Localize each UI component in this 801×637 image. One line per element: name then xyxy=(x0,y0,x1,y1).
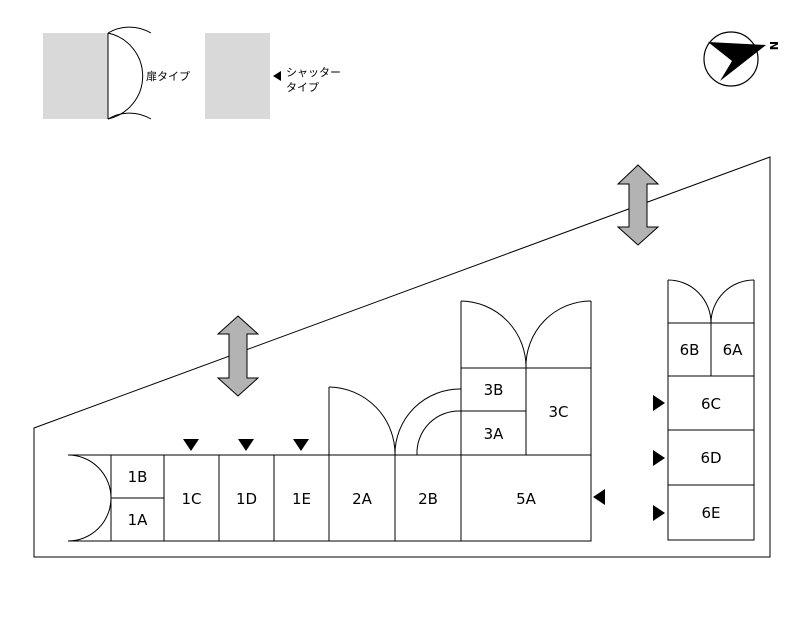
unit-label-3A: 3A xyxy=(484,425,505,443)
unit-label-1C: 1C xyxy=(181,490,201,508)
site-boundary xyxy=(33,156,771,558)
unit-label-1D: 1D xyxy=(236,490,257,508)
shutter-triangle-icon xyxy=(238,439,254,451)
unit-3C[interactable] xyxy=(525,367,592,456)
legend-shutter-label-line2: タイプ xyxy=(286,81,319,94)
unit-label-5A: 5A xyxy=(516,490,537,508)
unit-label-6D: 6D xyxy=(700,449,721,467)
unit-3B[interactable] xyxy=(460,367,527,412)
legend-door-unit xyxy=(43,33,108,119)
door-swing-1 xyxy=(67,454,112,542)
units-block-6 xyxy=(667,322,755,541)
unit-2A[interactable] xyxy=(328,454,396,542)
shutter-triangle-icon xyxy=(183,439,199,451)
legend-door-swing-icon xyxy=(107,26,152,34)
unit-6D[interactable] xyxy=(667,429,755,486)
compass: N xyxy=(703,31,780,87)
units-block-3 xyxy=(460,367,592,456)
legend: 扉タイプ シャッター タイプ xyxy=(43,26,341,120)
unit-5A[interactable] xyxy=(460,454,592,542)
shutter-triangle-icon xyxy=(653,395,665,411)
unit-label-2B: 2B xyxy=(418,490,438,508)
door-swing-6 xyxy=(667,279,755,324)
unit-label-6E: 6E xyxy=(701,504,720,522)
shutter-triangle-icon xyxy=(653,505,665,521)
unit-1A[interactable] xyxy=(110,497,165,542)
double-arrow-icon xyxy=(616,164,660,246)
unit-label-6A: 6A xyxy=(723,341,744,359)
door-swing-2 xyxy=(328,386,462,456)
door-swing-3 xyxy=(460,300,592,369)
unit-labels: 1B 1A 1C 1D 1E 2A 2B 5A 3B 3A 3C 6B 6A 6… xyxy=(128,341,744,529)
access-arrow-left xyxy=(216,315,260,397)
units-row xyxy=(110,454,592,542)
unit-label-3C: 3C xyxy=(548,403,568,421)
shutter-triangle-icon xyxy=(293,439,309,451)
legend-shutter-unit xyxy=(205,33,270,119)
unit-3A[interactable] xyxy=(460,410,527,456)
unit-1B[interactable] xyxy=(110,454,165,499)
unit-2B[interactable] xyxy=(394,454,462,542)
shutter-triangle-icon xyxy=(653,450,665,466)
legend-door-label: 扉タイプ xyxy=(146,70,190,83)
double-arrow-icon xyxy=(216,315,260,397)
compass-north-label: N xyxy=(767,41,780,50)
unit-6E[interactable] xyxy=(667,484,755,541)
access-arrow-right xyxy=(616,164,660,246)
unit-label-6B: 6B xyxy=(680,341,700,359)
unit-label-2A: 2A xyxy=(352,490,373,508)
legend-door-swing-icon xyxy=(107,32,144,120)
compass-needle-icon xyxy=(708,42,766,81)
unit-label-1E: 1E xyxy=(292,490,311,508)
unit-label-3B: 3B xyxy=(484,381,504,399)
legend-door-swing-icon xyxy=(107,112,152,120)
shutter-triangle-icon xyxy=(593,489,605,505)
unit-label-6C: 6C xyxy=(701,395,721,413)
unit-6C[interactable] xyxy=(667,375,755,431)
unit-label-1A: 1A xyxy=(128,511,149,529)
unit-6A[interactable] xyxy=(710,322,755,377)
legend-shutter-label-line1: シャッター xyxy=(286,66,341,79)
legend-shutter-triangle-icon xyxy=(273,71,281,81)
unit-label-1B: 1B xyxy=(128,468,148,486)
